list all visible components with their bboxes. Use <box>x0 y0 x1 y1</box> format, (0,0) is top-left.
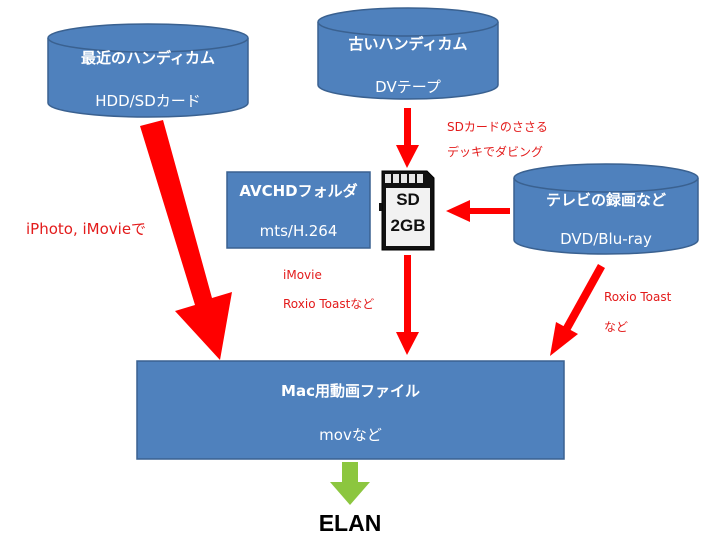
roxio-label-2: など <box>604 320 629 334</box>
sd-card-size-line2: 2GB <box>390 216 426 235</box>
sd-dubbing-label-2: デッキでダビング <box>447 145 544 159</box>
sd-card-icon <box>379 170 435 251</box>
recent-camcorder-title: 最近のハンディカム <box>81 49 215 67</box>
arrow-tv-to-sd <box>446 200 510 222</box>
avchd-folder-box <box>226 171 371 249</box>
avchd-folder-title: AVCHDフォルダ <box>239 182 358 200</box>
arrow-sd-to-mac <box>396 255 419 355</box>
old-camcorder-cylinder <box>317 7 499 100</box>
old-camcorder-subtitle: DVテープ <box>375 78 441 96</box>
tv-recording-subtitle: DVD/Blu-ray <box>560 230 652 248</box>
recent-camcorder-cylinder <box>47 23 249 118</box>
imovie-label-2: Roxio Toastなど <box>283 297 375 311</box>
tv-recording-title: テレビの録画など <box>545 191 666 209</box>
recent-camcorder-subtitle: HDD/SDカード <box>95 92 201 110</box>
sd-card-size-line1: SD <box>396 190 420 209</box>
arrow-recent-to-mac <box>140 120 232 360</box>
roxio-label-1: Roxio Toast <box>604 290 672 304</box>
elan-label: ELAN <box>318 510 382 536</box>
arrow-mac-to-elan <box>330 462 370 505</box>
imovie-label-1: iMovie <box>283 268 322 282</box>
avchd-folder-subtitle: mts/H.264 <box>259 222 338 240</box>
mac-file-title: Mac用動画ファイル <box>281 382 420 400</box>
arrow-old-to-sd <box>396 108 419 168</box>
iphoto-imovie-label: iPhoto, iMovieで <box>26 220 147 238</box>
tv-recording-cylinder <box>513 163 699 255</box>
mac-file-subtitle: movなど <box>319 426 382 444</box>
mac-file-box <box>136 360 565 460</box>
arrow-tv-to-mac <box>550 264 605 356</box>
old-camcorder-title: 古いハンディカム <box>348 35 468 53</box>
sd-dubbing-label-1: SDカードのささる <box>447 120 548 134</box>
